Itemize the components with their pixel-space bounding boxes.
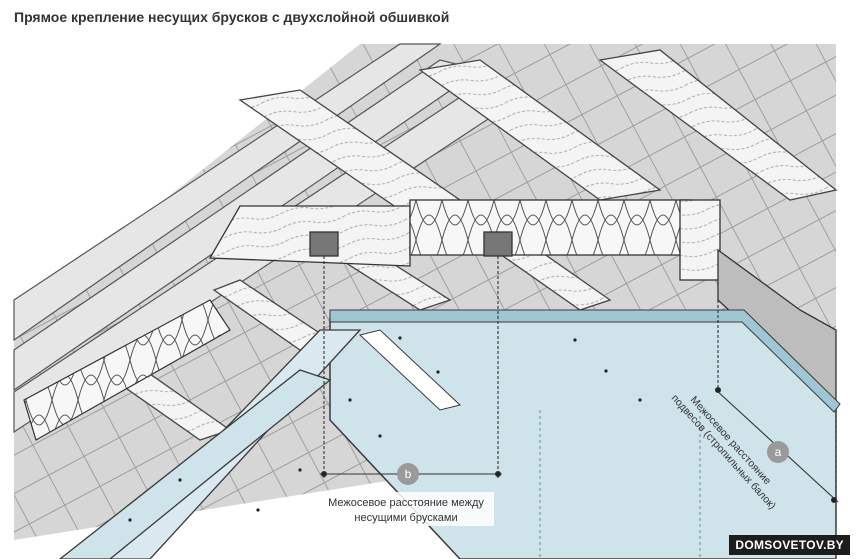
- marker-b-text: b: [405, 467, 412, 481]
- label-b: Межосевое расстояние между несущими брус…: [318, 492, 494, 526]
- label-b-line1: Межосевое расстояние между: [328, 497, 484, 509]
- watermark: DOMSOVETOV.BY: [729, 535, 850, 555]
- side-wall: [717, 248, 837, 412]
- screws: [128, 336, 642, 522]
- marker-b: b: [397, 463, 419, 485]
- marker-a: a: [767, 441, 789, 463]
- marker-a-text: a: [775, 445, 782, 459]
- eaves-insulation: [23, 299, 231, 441]
- label-b-line2: несущими брусками: [354, 512, 457, 524]
- diagram-title: Прямое крепление несущих брусков с двухс…: [14, 9, 450, 25]
- top-battens: [208, 199, 721, 281]
